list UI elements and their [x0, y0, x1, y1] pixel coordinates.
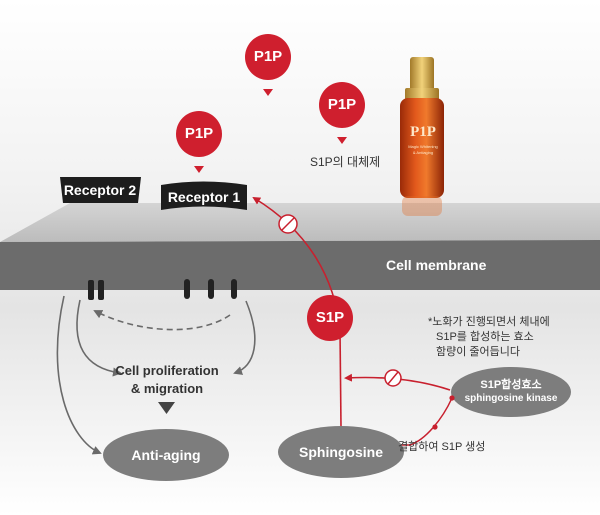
p1p-pin-3	[176, 111, 222, 173]
anti-aging-oval	[103, 429, 229, 481]
proliferation-label: Cell proliferation & migration	[96, 362, 238, 398]
proliferation-down-triangle	[158, 402, 175, 414]
receptor-1-shape	[161, 181, 247, 210]
receptor2-to-anti-aging-arrow	[56, 295, 102, 455]
cell-membrane-label: Cell membrane	[386, 257, 487, 273]
receptor2-to-proliferation-arrow	[76, 299, 122, 377]
product-sub2-text: & Antiaging	[412, 150, 434, 155]
enzyme-note: *노화가 진행되면서 체내에 S1P를 합성하는 효소 함량이 줄어듭니다	[428, 315, 550, 360]
p1p-label-1: P1P	[253, 48, 283, 65]
sphingosine-oval	[278, 426, 404, 478]
product-brand-text: P1P	[410, 124, 436, 140]
kinase-label-line-1: S1P합성효소	[480, 379, 542, 391]
kinase-label-line-2: sphingosine kinase	[464, 393, 558, 404]
product-bottle-image	[400, 57, 444, 216]
kinase-label: S1P합성효소 sphingosine kinase	[451, 378, 571, 406]
p1p-pin-2	[319, 82, 365, 144]
receptor-2-marker-left	[88, 280, 94, 300]
sphingosine-label: Sphingosine	[299, 444, 383, 460]
combine-caption: 결합하여 S1P 생성	[398, 441, 486, 453]
s1p-badge	[307, 295, 353, 341]
s1p-badge-label: S1P	[315, 309, 345, 326]
receptor-1-marker-3	[231, 279, 237, 299]
substitute-caption: S1P의 대체제	[310, 155, 381, 169]
receptor-2-label: Receptor 2	[63, 182, 137, 198]
kinase-sphingosine-bracket	[395, 397, 453, 446]
product-sub1-text: Magic Whitening	[408, 144, 438, 149]
proliferation-label-line-1: Cell proliferation	[115, 363, 219, 378]
receptor1-to-proliferation-arrow	[233, 300, 256, 375]
blocked-icon-lower	[384, 369, 402, 387]
enzyme-note-line-3: 함량이 줄어듭니다	[436, 346, 521, 358]
receptor-2-marker-right	[98, 280, 104, 300]
enzyme-note-line-2: S1P를 합성하는 효소	[436, 331, 534, 343]
blocked-icon-upper	[278, 214, 298, 234]
s1p-to-sphingosine-line	[339, 329, 342, 428]
p1p-label-3: P1P	[184, 125, 214, 142]
proliferation-label-line-2: & migration	[130, 381, 204, 396]
receptor-1-label: Receptor 1	[167, 189, 241, 205]
receptor-1-marker-1	[184, 279, 190, 299]
membrane-band	[0, 240, 600, 290]
kinase-oval	[451, 367, 571, 417]
enzyme-note-line-1: *노화가 진행되면서 체내에	[428, 316, 550, 328]
receptor-1-marker-2	[208, 279, 214, 299]
p1p-label-2: P1P	[327, 96, 357, 113]
membrane-top-surface	[0, 203, 600, 242]
receptor1-to-receptor2-dashed-arrow	[93, 310, 231, 331]
receptor-2-shape	[60, 177, 141, 203]
p1p-pin-1	[245, 34, 291, 96]
anti-aging-label: Anti-aging	[131, 447, 201, 463]
